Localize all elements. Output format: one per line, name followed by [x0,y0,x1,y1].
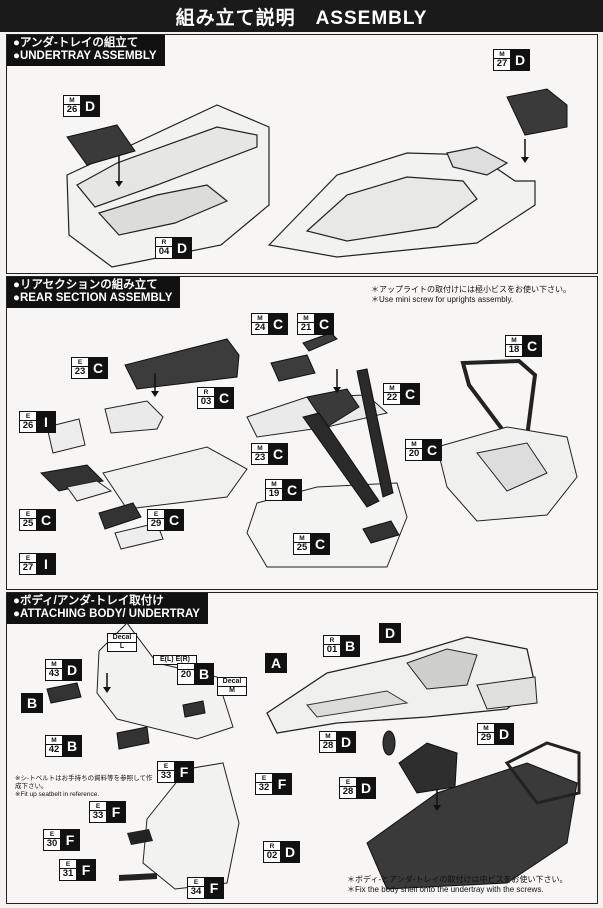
part-letter-b: B [21,693,43,713]
section-title-jp: ●ボディ/アンダ-トレイ取付け [13,595,164,607]
body-fix-note: ＊ボディ-とアンダ-トレイの取付けは中ビスをお使い下さい。 ＊Fix the b… [347,875,568,894]
section-title-en: ●ATTACHING BODY/ UNDERTRAY [13,608,200,620]
part-letter-d: D [379,623,401,643]
section-title-jp: ●アンダ-トレイの組立て [13,37,139,49]
section-header: ●リアセクションの組み立て ●REAR SECTION ASSEMBLY [7,277,181,308]
decal-e-label: E(L) E(R) [153,655,197,665]
rear-section-illustration [39,332,578,568]
undertray-illustration [66,88,568,268]
section-header: ●ボディ/アンダ-トレイ取付け ●ATTACHING BODY/ UNDERTR… [7,593,208,624]
body-undertray-illustration [46,622,581,890]
part-letter-a: A [265,653,287,673]
decal-m-label: Decal M [217,677,247,696]
section-title-en: ●REAR SECTION ASSEMBLY [13,292,173,304]
section-title-jp: ●リアセクションの組み立て [13,279,158,291]
rear-section-assembly: ●リアセクションの組み立て ●REAR SECTION ASSEMBLY ＊アッ… [6,276,598,590]
section-header: ●アンダ-トレイの組立て ●UNDERTRAY ASSEMBLY [7,35,165,66]
section-title-en: ●UNDERTRAY ASSEMBLY [13,50,157,62]
page-title: 組み立て説明 ASSEMBLY [0,0,603,32]
seatbelt-note: ※シ-トベルトはお手持ちの資料等を参照して作成下さい。 ※Fit up seat… [15,775,153,798]
attaching-body-section: ●ボディ/アンダ-トレイ取付け ●ATTACHING BODY/ UNDERTR… [6,592,598,904]
uprights-note: ＊アップライトの取付けには極小ビスをお使い下さい。 ＊Use mini scre… [371,285,571,304]
decal-l-label: Decal L [107,633,137,652]
